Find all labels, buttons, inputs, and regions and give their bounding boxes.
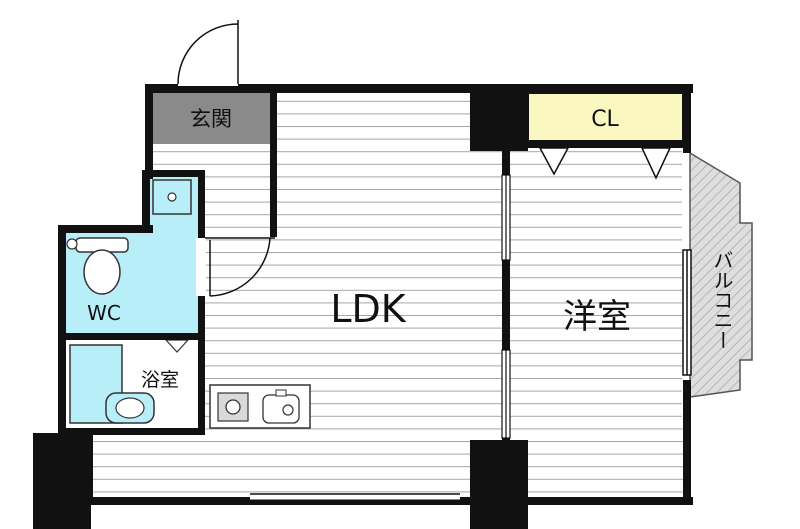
genkan-label: 玄関 <box>190 107 232 131</box>
entrance-door <box>177 20 239 86</box>
toilet-icon <box>66 237 129 295</box>
balcony-label: バルコニー <box>710 250 734 350</box>
ldk-label: LDK <box>330 287 406 331</box>
bath-label: 浴室 <box>141 369 179 391</box>
balcony <box>689 151 753 398</box>
closet-area <box>527 92 684 142</box>
genkan-area <box>152 92 270 144</box>
washer-pan <box>152 179 192 215</box>
walls <box>33 84 693 529</box>
wc-label: WC <box>87 301 121 325</box>
ldk-door <box>196 237 275 297</box>
closet-label: CL <box>591 107 619 132</box>
bath-sink-bowl <box>115 397 145 419</box>
windows <box>250 249 692 502</box>
kitchen-counter <box>209 384 311 429</box>
closet-doors <box>538 147 672 180</box>
western-room-label: 洋室 <box>563 297 631 337</box>
room-doors <box>501 174 511 439</box>
floor-areas <box>90 92 685 497</box>
